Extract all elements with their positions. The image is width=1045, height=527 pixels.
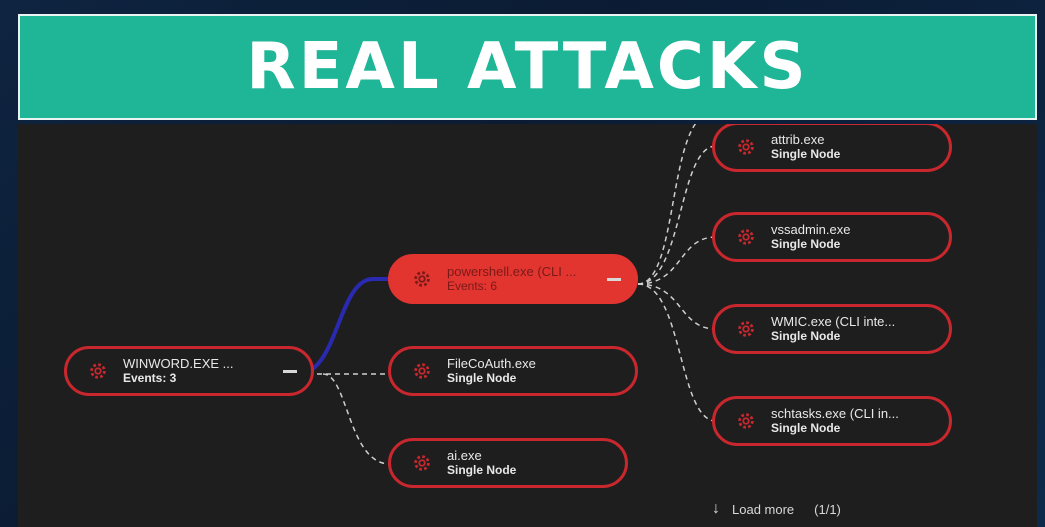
node-powershell[interactable]: powershell.exe (CLI ...Events: 6 bbox=[388, 254, 638, 304]
gear-icon bbox=[87, 360, 109, 382]
node-name: attrib.exe bbox=[771, 131, 825, 147]
edge-ps-attrib bbox=[637, 124, 697, 285]
node-schtasks[interactable]: schtasks.exe (CLI in...Single Node bbox=[712, 396, 952, 446]
node-name: WMIC.exe (CLI inte... bbox=[771, 313, 896, 329]
node-winword[interactable]: WINWORD.EXE ...Events: 3 bbox=[64, 346, 314, 396]
node-name: vssadmin.exe bbox=[771, 221, 851, 237]
node-sub: Single Node bbox=[447, 370, 517, 385]
node-wmic[interactable]: WMIC.exe (CLI inte...Single Node bbox=[712, 304, 952, 354]
node-sub: Events: 3 bbox=[123, 370, 177, 385]
load-more-label: Load more bbox=[732, 501, 795, 517]
banner-title: REAL ATTACKS bbox=[246, 30, 809, 104]
node-sub: Single Node bbox=[447, 462, 517, 477]
graph-edges bbox=[297, 124, 717, 465]
edge-root-powershell bbox=[297, 277, 393, 376]
arrow-down-icon: ↓ bbox=[712, 500, 720, 517]
gear-icon bbox=[735, 226, 757, 248]
edge-ps-wmic bbox=[637, 283, 717, 330]
load-more-count: (1/1) bbox=[814, 501, 841, 517]
node-collapse-handle[interactable] bbox=[607, 278, 621, 281]
load-more-button[interactable]: ↓ Load more (1/1) bbox=[712, 500, 841, 518]
gear-icon bbox=[411, 268, 433, 290]
node-sub: Single Node bbox=[771, 146, 841, 161]
node-name: powershell.exe (CLI ... bbox=[447, 263, 577, 279]
edge-ps-attrib2 bbox=[637, 145, 717, 285]
gear-icon bbox=[411, 360, 433, 382]
node-sub: Single Node bbox=[771, 236, 841, 251]
node-name: schtasks.exe (CLI in... bbox=[771, 405, 899, 421]
gear-icon bbox=[735, 410, 757, 432]
gear-icon bbox=[735, 318, 757, 340]
title-banner: REAL ATTACKS bbox=[18, 14, 1037, 120]
node-name: ai.exe bbox=[447, 447, 482, 463]
node-sub: Single Node bbox=[771, 328, 841, 343]
node-name: FileCoAuth.exe bbox=[447, 355, 536, 371]
edge-ps-vssadmin bbox=[637, 236, 717, 285]
process-graph-canvas: WINWORD.EXE ...Events: 3 powershell.exe … bbox=[18, 124, 1037, 527]
gear-icon bbox=[411, 452, 433, 474]
gear-icon bbox=[735, 136, 757, 158]
edge-ps-schtasks bbox=[637, 283, 717, 422]
node-collapse-handle[interactable] bbox=[283, 370, 297, 373]
node-sub: Events: 6 bbox=[447, 278, 498, 293]
node-sub: Single Node bbox=[771, 420, 841, 435]
edge-root-ai bbox=[322, 373, 391, 465]
node-name: WINWORD.EXE ... bbox=[123, 355, 234, 371]
